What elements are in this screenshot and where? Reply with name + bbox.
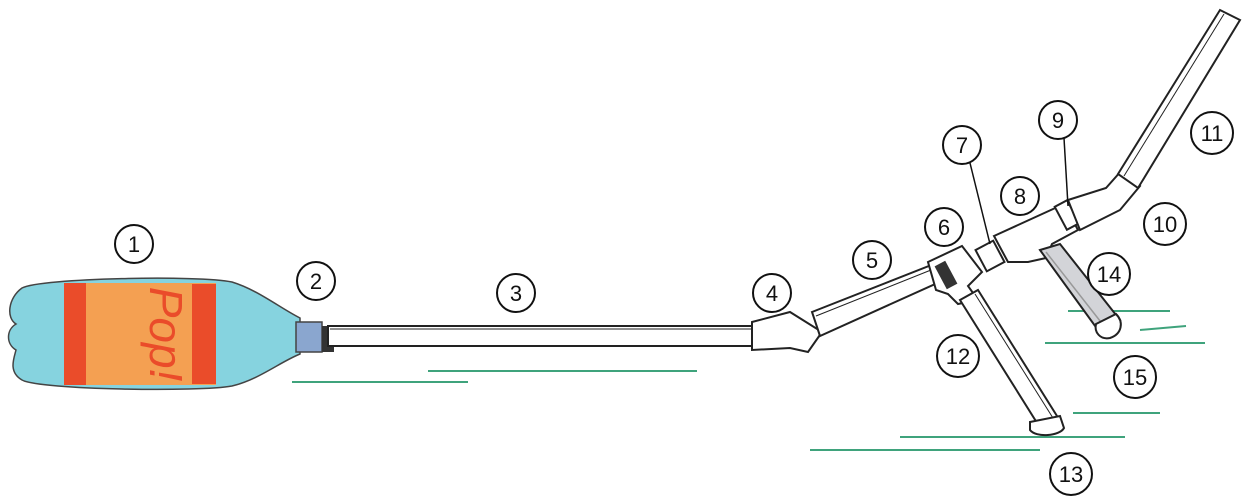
- launch-tube: [1116, 8, 1242, 190]
- callout-11: 11: [1190, 111, 1234, 155]
- callout-9: 9: [1038, 100, 1078, 207]
- svg-text:8: 8: [1014, 184, 1026, 209]
- coupling: [974, 239, 1006, 273]
- svg-text:15: 15: [1123, 365, 1147, 390]
- svg-text:6: 6: [938, 215, 950, 240]
- callout-15: 15: [1113, 355, 1157, 399]
- callout-6: 6: [924, 207, 964, 247]
- svg-text:5: 5: [866, 248, 878, 273]
- rear-leg-cap: [1094, 312, 1122, 340]
- svg-text:14: 14: [1097, 262, 1121, 287]
- svg-text:3: 3: [510, 281, 522, 306]
- callout-3: 3: [496, 273, 536, 313]
- callout-5: 5: [852, 240, 892, 280]
- svg-text:4: 4: [766, 281, 778, 306]
- callout-8: 8: [1000, 176, 1040, 216]
- soda-bottle: Pop!: [7, 277, 301, 391]
- front-leg-cap: [1029, 414, 1066, 436]
- bottle-brand-text: Pop!: [140, 287, 192, 382]
- svg-text:13: 13: [1059, 462, 1083, 487]
- tee-joint-band: [934, 260, 958, 290]
- elbow-fitting: [751, 310, 824, 354]
- callout-2: 2: [296, 261, 336, 301]
- callout-13: 13: [1049, 452, 1093, 496]
- svg-text:11: 11: [1201, 121, 1224, 146]
- callout-4: 4: [752, 273, 792, 313]
- svg-text:1: 1: [128, 232, 140, 257]
- long-pipe: [327, 325, 757, 347]
- svg-text:7: 7: [956, 133, 968, 158]
- svg-text:2: 2: [310, 269, 322, 294]
- callout-10: 10: [1143, 202, 1187, 246]
- callout-14: 14: [1087, 252, 1131, 296]
- callout-1: 1: [114, 224, 154, 264]
- svg-text:12: 12: [946, 344, 970, 369]
- callout-7: 7: [942, 125, 991, 245]
- svg-text:9: 9: [1052, 108, 1064, 133]
- svg-text:10: 10: [1153, 212, 1177, 237]
- callout-12: 12: [936, 334, 980, 378]
